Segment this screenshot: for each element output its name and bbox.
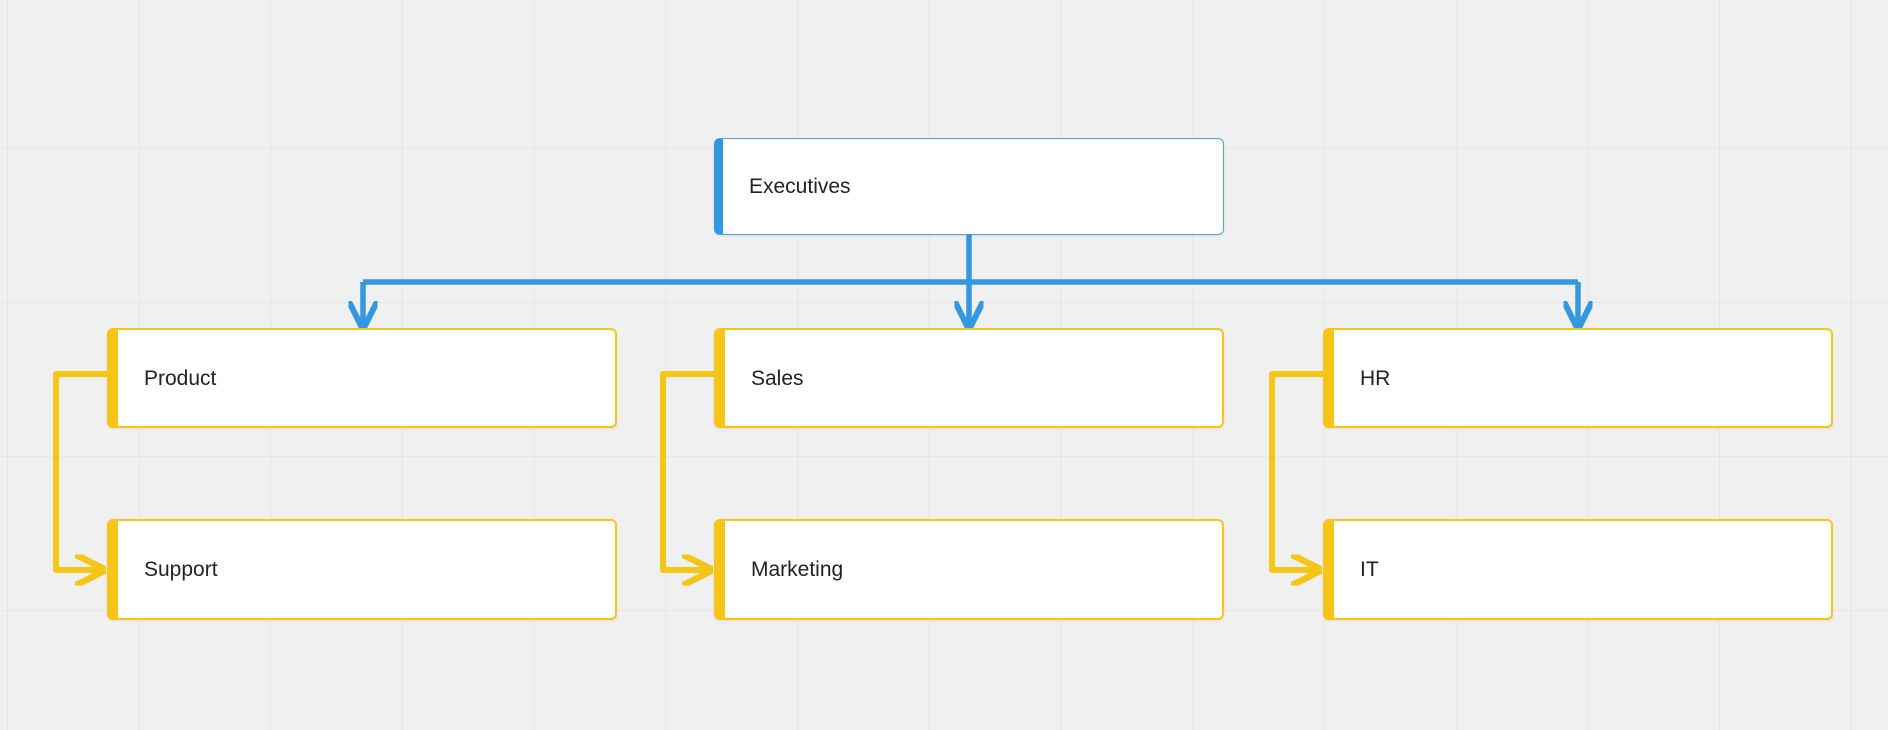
edge-sales-marketing bbox=[660, 371, 714, 570]
edge-hr-it bbox=[1269, 371, 1323, 570]
node-label: Product bbox=[144, 366, 217, 390]
node-product[interactable]: Product bbox=[107, 328, 617, 428]
node-label: Marketing bbox=[751, 558, 844, 581]
node-it[interactable]: IT bbox=[1323, 519, 1833, 620]
node-label: Executives bbox=[749, 175, 851, 198]
node-label: IT bbox=[1360, 558, 1379, 581]
edge-product-support bbox=[53, 371, 107, 570]
node-hr[interactable]: HR bbox=[1323, 328, 1833, 428]
node-support[interactable]: Support bbox=[107, 519, 617, 620]
node-label: HR bbox=[1360, 366, 1391, 390]
node-label: Sales bbox=[751, 366, 804, 390]
node-sales[interactable]: Sales bbox=[714, 328, 1224, 428]
node-marketing[interactable]: Marketing bbox=[714, 519, 1224, 620]
node-label: Support bbox=[144, 558, 218, 581]
node-executives[interactable]: Executives bbox=[714, 138, 1224, 235]
